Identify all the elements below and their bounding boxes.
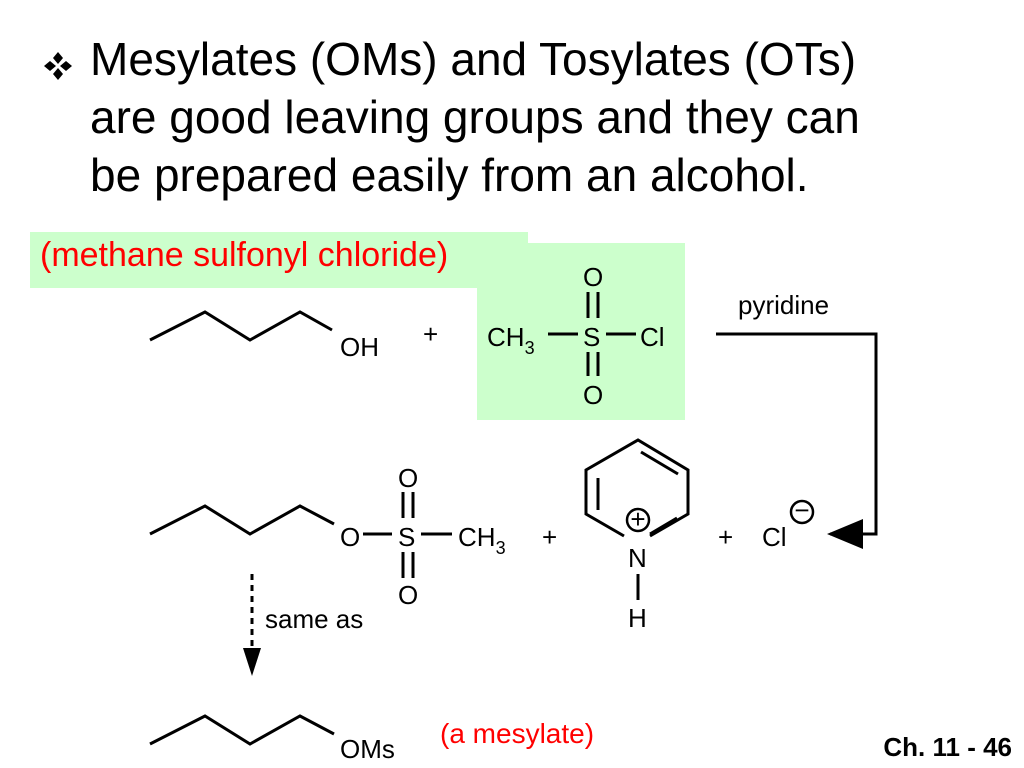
product-methyl-label: CH3 (458, 522, 506, 558)
chlorine-label: Cl (640, 322, 665, 352)
bullet-line-2: are good leaving groups and they can (90, 91, 860, 143)
chloride-ion: Cl − (762, 495, 815, 552)
methyl-label: CH3 (487, 322, 535, 358)
mesylate-label: (a mesylate) (440, 718, 595, 749)
condition-label: pyridine (738, 290, 829, 320)
reaction-arrow (716, 332, 878, 549)
ester-oxygen-label: O (340, 522, 360, 552)
plus-sign-3: + (718, 522, 733, 552)
positive-charge-icon (625, 507, 651, 533)
same-as-label: same as (265, 604, 363, 634)
hydroxyl-label: OH (340, 332, 379, 362)
oms-label: OMs (340, 734, 395, 764)
bullet-line-1: Mesylates (OMs) and Tosylates (OTs) (90, 33, 857, 85)
nitrogen-label: N (628, 543, 647, 573)
slide-number: Ch. 11 - 46 (883, 732, 1012, 762)
reagent-highlight (477, 243, 685, 420)
hydrogen-label: H (628, 603, 647, 633)
bullet-text: Mesylates (OMs) and Tosylates (OTs) are … (90, 30, 990, 204)
oxygen-top-label: O (583, 262, 603, 292)
bullet-line-3: be prepared easily from an alcohol. (90, 149, 809, 201)
oxygen-bottom-label: O (583, 380, 603, 410)
butyl-oms-structure: OMs (149, 714, 395, 764)
svg-text:+: + (630, 504, 645, 534)
product-oxygen-bottom-label: O (398, 580, 418, 610)
product-sulfur-label: S (398, 522, 415, 552)
mesyl-chloride-structure: CH3 S Cl O O (487, 262, 665, 410)
pyridinium-structure: + N H (584, 438, 690, 633)
same-as-arrowhead (243, 648, 261, 676)
reagent-name-highlight (30, 232, 528, 288)
four-diamond-bullet-icon (44, 52, 72, 80)
sulfur-label: S (583, 322, 600, 352)
svg-text:−: − (794, 495, 809, 525)
negative-charge-icon (789, 499, 815, 525)
product-oxygen-top-label: O (398, 463, 418, 493)
plus-sign-1: + (423, 319, 438, 349)
plus-sign-2: + (542, 522, 557, 552)
chloride-label: Cl (762, 522, 787, 552)
reagent-name-label: (methane sulfonyl chloride) (40, 236, 449, 274)
butanol-structure: OH (149, 310, 379, 362)
butyl-mesylate-structure: O S CH3 O O (149, 463, 506, 610)
